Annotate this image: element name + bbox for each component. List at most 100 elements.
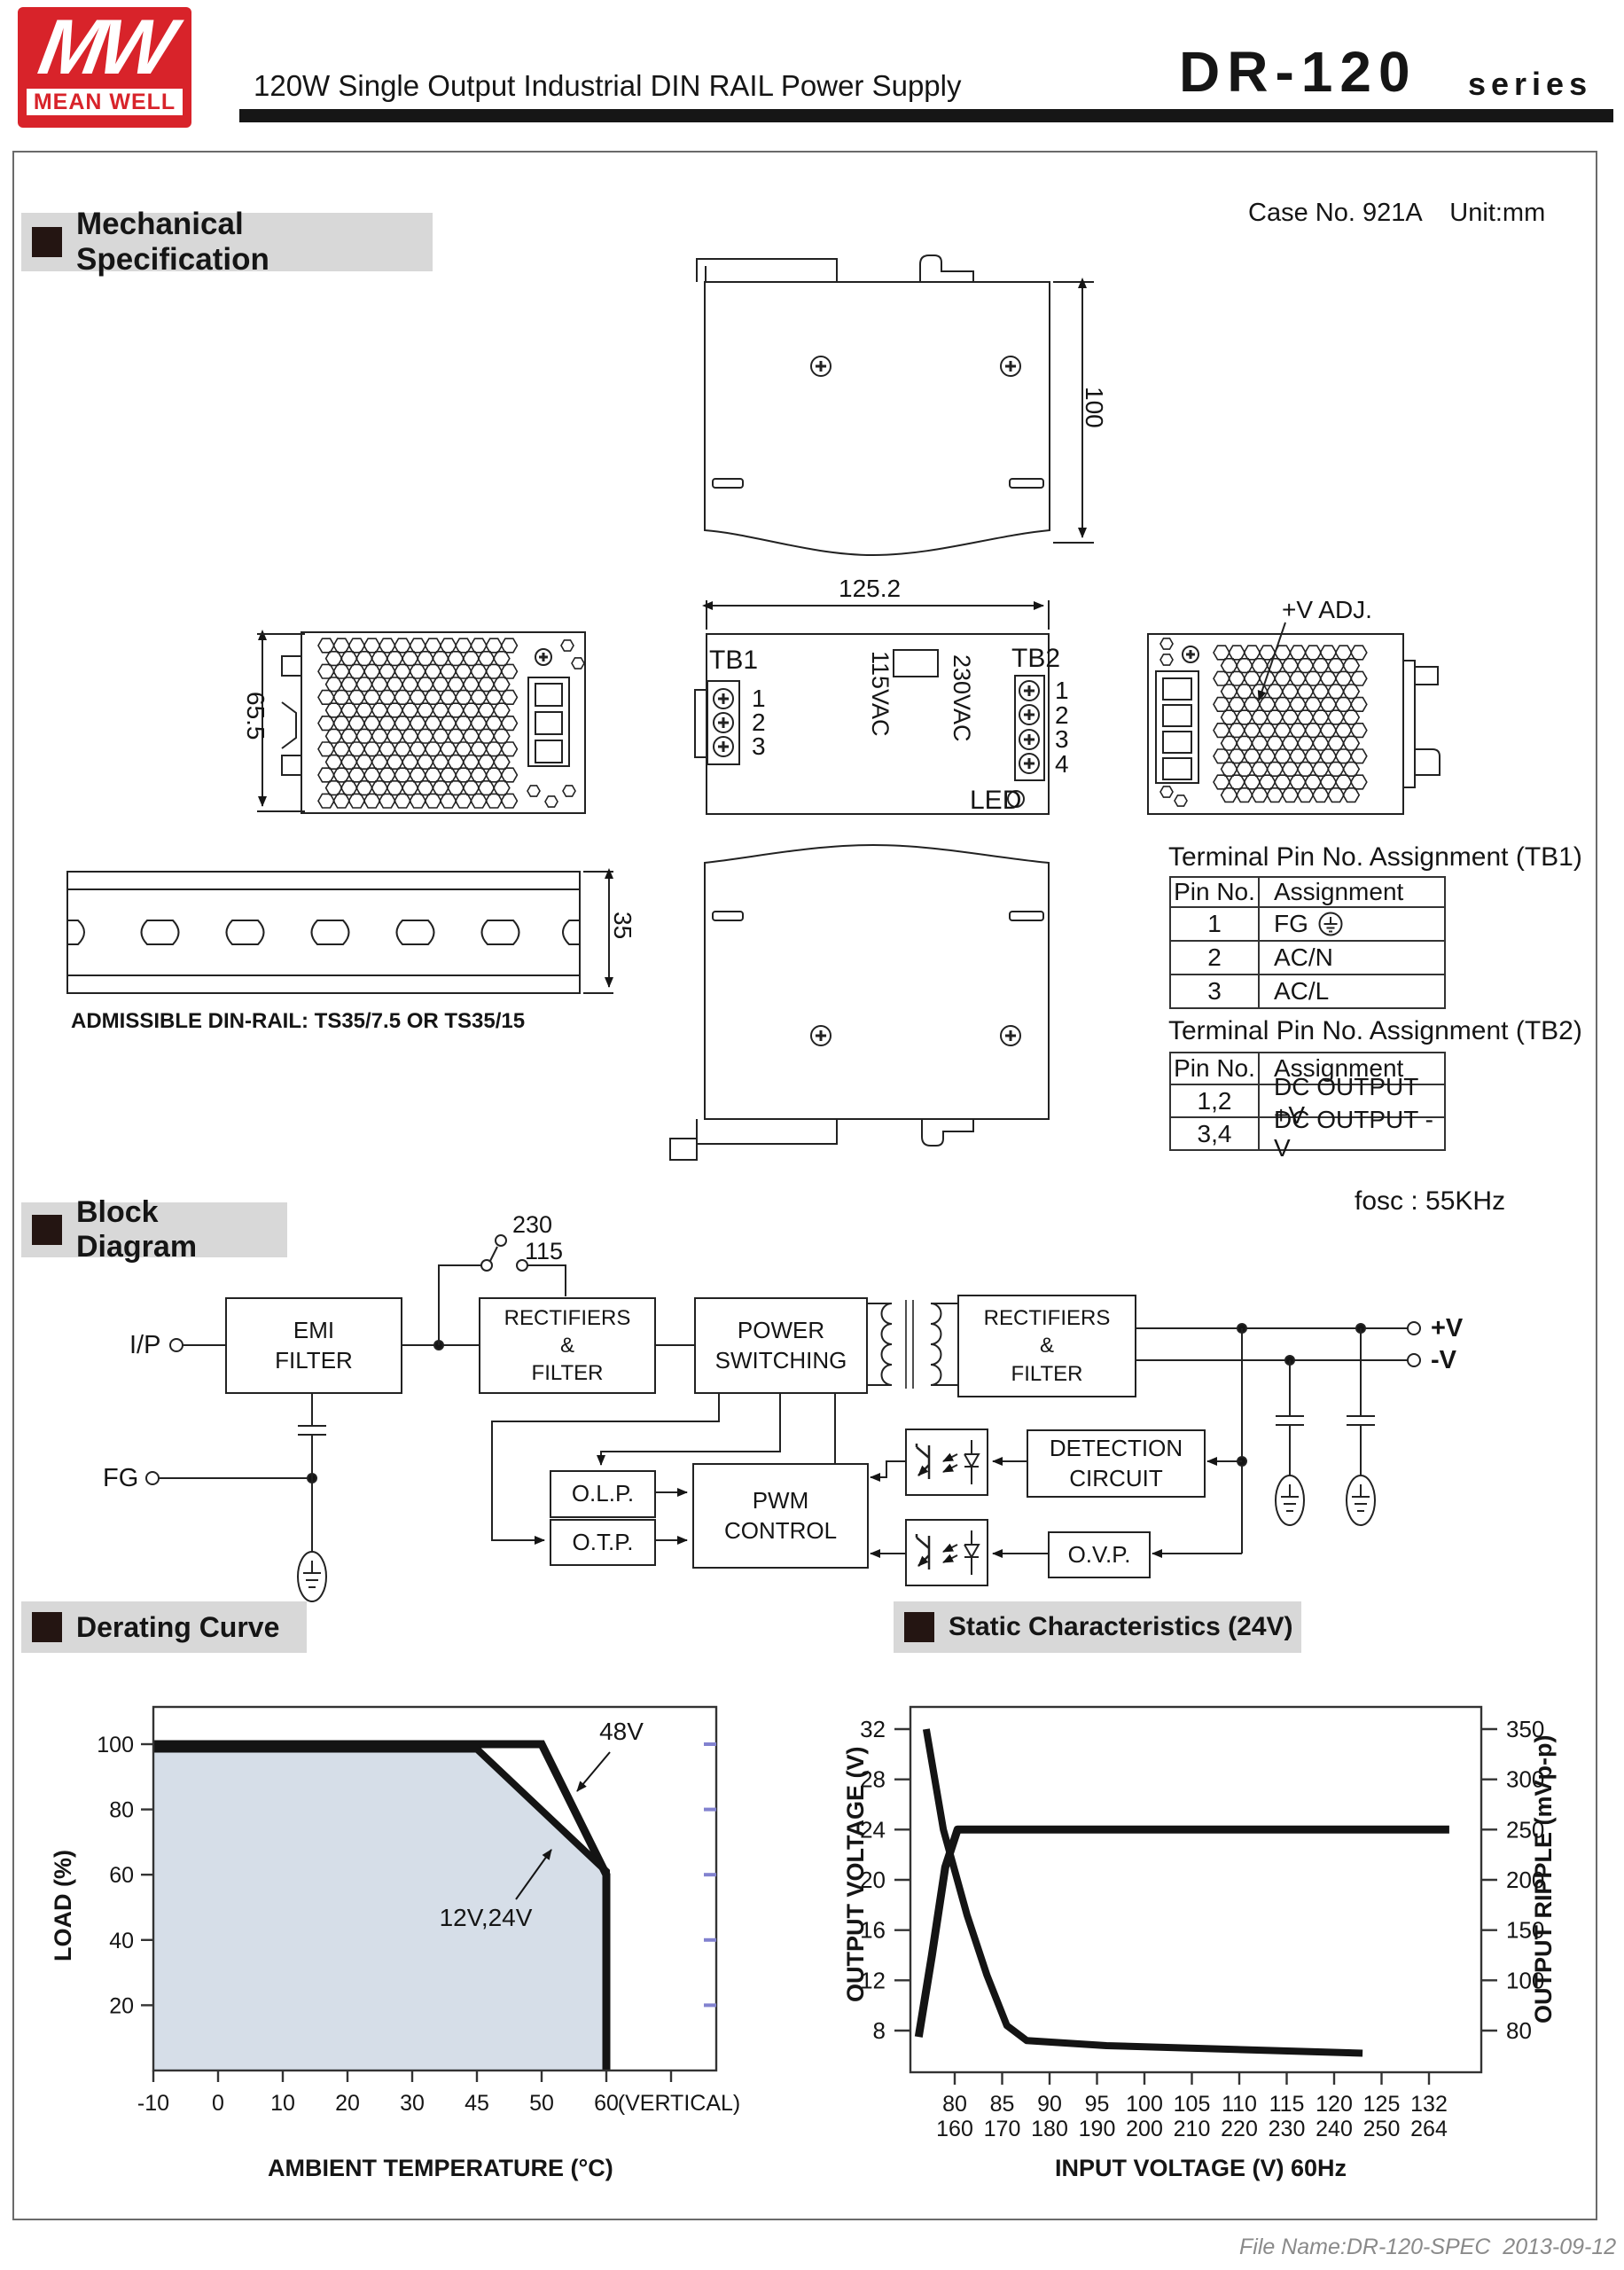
tick-label: 100 [1506,1967,1544,1993]
annotation-48v: 48V [599,1718,644,1745]
block-rectifiers-filter-input: RECTIFIERS & FILTER [479,1297,656,1394]
section-title: Mechanical Specification [76,207,269,277]
tick-label: 12 [860,1967,886,1993]
screw-cross [717,740,730,753]
fosc-label: fosc : 55KHz [1355,1186,1506,1216]
tick-label: 115 [1269,2092,1305,2117]
fg-terminal-label: FG [103,1464,139,1492]
screw-icon [713,688,734,709]
tick-label: 120 [1316,2092,1353,2117]
screw-cross [1004,360,1017,372]
tb2-table-title: Terminal Pin No. Assignment (TB2) [1168,1016,1582,1045]
column-header: Pin No. [1171,1053,1260,1084]
section-static-characteristics: Static Characteristics (24V) [894,1601,1301,1653]
model-suffix: series [1468,66,1593,102]
drawing-right-view [1147,622,1441,815]
screw-cross [1004,1029,1017,1042]
pin-cell: 1 [1171,908,1260,940]
dim-height-label: 100 [1081,387,1108,428]
tick-label: 180 [1031,2117,1068,2141]
table-row: 3,4 DC OUTPUT -V [1171,1105,1444,1162]
block-rectifiers-filter-output: RECTIFIERS & FILTER [957,1295,1136,1397]
tick-label: 220 [1221,2117,1258,2141]
switch-115-label: 115 [525,1238,564,1264]
section-derating-curve: Derating Curve [21,1601,307,1653]
block-detection-circuit: DETECTION CIRCUIT [1027,1429,1206,1498]
screw-icons [535,356,1199,1046]
assignment-cell: DC OUTPUT +V [1274,1072,1418,1129]
dim-depth-label: 65.5 [242,692,269,740]
content-border [12,151,1597,2220]
screw-icon [1000,1025,1021,1046]
derating-ylabel: LOAD (%) [50,1850,76,1961]
tick-label: 80 [109,1798,134,1823]
block-pwm-control: PWM CONTROL [692,1463,869,1569]
optocoupler-bottom-icon [906,1520,988,1585]
screw-icon [535,648,552,666]
derating-area-fill [153,1749,606,2070]
vac115-label: 115VAC [867,651,894,737]
tick-label: 125 [1363,2092,1401,2117]
tick-label: 28 [860,1766,886,1793]
section-bullet-icon [32,227,62,257]
model-name: DR-120 [1179,40,1417,104]
assignment-cell: DC OUTPUT -V [1274,1105,1433,1162]
tick-label: 20 [109,1993,134,2018]
tick-label: 85 [990,2092,1015,2117]
screw-cross [1023,685,1035,697]
tick-label: 170 [984,2117,1021,2141]
drawing-left-view [257,630,1188,814]
tb2-pin-number: 4 [1055,749,1069,778]
tick-label: 20 [335,2091,360,2116]
tb2-label: TB2 [1011,644,1061,673]
input-terminal-label: I/P [129,1331,161,1359]
static-ylabel-right: OUTPUT RIPPLE (mVp-p) [1530,1734,1557,2024]
static-characteristics-chart: 8121620242832801001502002503003508016085… [860,1705,1544,2141]
block-ovp: O.V.P. [1048,1531,1151,1578]
logo-strip: MEAN WELL [27,89,183,115]
dim-rail-label: 35 [609,912,636,940]
logo-brand-name: MEAN WELL [33,89,176,114]
series-output-voltage [914,1825,1449,2038]
section-mechanical-specification: Mechanical Specification [21,207,433,277]
pin-cell: 3,4 [1171,1118,1260,1149]
drawing-din-rail [66,868,613,994]
tb2-pin-number: 2 [1055,701,1069,729]
page-title: 120W Single Output Industrial DIN RAIL P… [254,69,962,102]
screw-cross [1023,757,1035,770]
tick-label: 10 [270,2091,295,2116]
vac230-label: 230VAC [949,654,975,742]
tick-label: 250 [1363,2117,1401,2141]
screw-icon [713,712,734,733]
screw-cross [815,360,827,372]
tick-label: 20 [860,1867,886,1893]
tick-label: 95 [1085,2092,1110,2117]
tick-label: 150 [1506,1917,1544,1944]
table-header-row: Pin No.Assignment [1171,1053,1444,1084]
section-title: Derating Curve [76,1610,280,1643]
case-number-note: Case No. 921A Unit:mm [1248,199,1546,227]
screw-cross [1186,650,1195,659]
block-power-switching: POWER SWITCHING [694,1297,868,1394]
tick-label: 200 [1126,2117,1163,2141]
tick-label: 0 [212,2091,224,2116]
section-bullet-icon [904,1612,934,1642]
screw-cross [717,693,730,705]
earth-ground-icon [1318,912,1343,936]
screw-cross [1023,733,1035,746]
tick-label: 350 [1506,1716,1544,1742]
tick-label: 24 [860,1816,886,1843]
screw-icon [713,736,734,757]
tb1-pin-number: 1 [752,685,766,712]
screw-icon [1000,356,1021,377]
tick-label: 80 [942,2092,967,2117]
assignment-cell: AC/N [1274,943,1333,971]
screw-cross [1023,708,1035,721]
derating-series-12V,24V [153,1745,610,2070]
